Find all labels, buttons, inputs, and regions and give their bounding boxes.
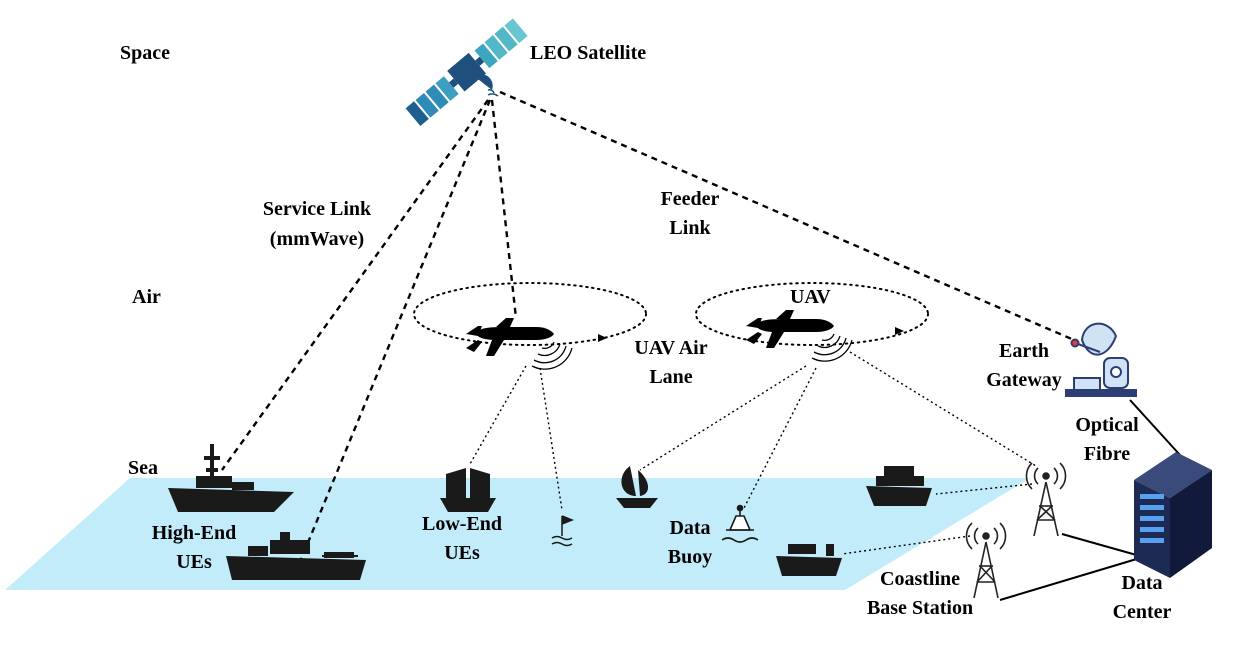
ship-icon [440, 468, 496, 512]
sea-layer-label: Sea [128, 457, 158, 479]
earth-gateway-label-line1: Earth [999, 340, 1049, 362]
uav-drone-icon [746, 310, 853, 362]
server-rack-icon [1134, 452, 1212, 578]
cell-tower-icon [1025, 462, 1067, 537]
satellite-icon [405, 18, 528, 126]
data-center-label-line1: Data [1121, 572, 1163, 594]
buoy-icon [721, 504, 759, 543]
uav-link-lowend-ship [469, 365, 527, 465]
high-end-ues-label-line2: UEs [176, 551, 212, 573]
satellite-dish-icon [1065, 322, 1137, 397]
low-end-ues-label-line2: UEs [444, 542, 480, 564]
cell-tower-icon [965, 522, 1007, 599]
uav-link-lowend-buoy [539, 367, 563, 511]
uav-air-lane-label-line2: Lane [649, 366, 693, 388]
air-layer-label: Air [132, 286, 161, 308]
uav-label: UAV [790, 286, 831, 308]
ship-icon [168, 444, 294, 512]
service-link-label-line1: Service Link [262, 198, 372, 220]
ship-icon [776, 544, 842, 576]
ship-icon [866, 466, 932, 506]
tower-link-cruise [935, 483, 1033, 495]
uav-air-lane-label-line1: UAV Air [634, 337, 708, 359]
low-end-ues-label-line1: Low-End [421, 513, 503, 535]
optical-fibre-label-line1: Optical [1075, 414, 1139, 436]
data-buoy-label-line1: Data [669, 517, 711, 539]
uav-orbit-left [413, 282, 647, 346]
tower-link-ferry [841, 535, 971, 555]
uav-orbit-right [695, 282, 929, 346]
backhaul-tower-datacenter [1061, 533, 1141, 557]
space-layer-label: Space [120, 42, 170, 64]
coastline-base-station-label-line2: Base Station [866, 597, 974, 619]
ship-icon [226, 532, 366, 580]
service-link-label-line2: (mmWave) [269, 228, 365, 250]
data-center-label-line2: Center [1112, 601, 1172, 623]
sailboat-icon [616, 466, 658, 508]
backhaul-coast-datacenter [999, 557, 1141, 601]
buoy-icon [551, 515, 575, 547]
leo-satellite-label: LEO Satellite [530, 42, 647, 64]
backhaul-links [999, 399, 1181, 601]
service-link-high-end-1 [221, 99, 489, 471]
service-link-uav [490, 99, 518, 319]
optical-fibre-label-line2: Fibre [1083, 443, 1131, 465]
earth-gateway-label-line2: Gateway [986, 369, 1062, 391]
uav-link-tower [849, 351, 1037, 467]
uav-link-data-buoy [743, 367, 817, 509]
feeder-link [499, 90, 1075, 342]
satellite-links [221, 90, 1075, 563]
data-buoy-label-line2: Buoy [667, 546, 713, 568]
coastline-base-station-label-line1: Coastline [880, 568, 960, 590]
feeder-link-label-line1: Feeder [660, 188, 720, 210]
feeder-link-label-line2: Link [669, 217, 711, 239]
orbit-arrow-right [895, 327, 904, 335]
uav-links [469, 351, 1037, 555]
fibre-gateway-datacenter [1129, 399, 1181, 456]
orbit-arrow-left [598, 334, 607, 342]
high-end-ues-label-line1: High-End [151, 522, 237, 544]
uav-drone-icon [466, 318, 573, 370]
